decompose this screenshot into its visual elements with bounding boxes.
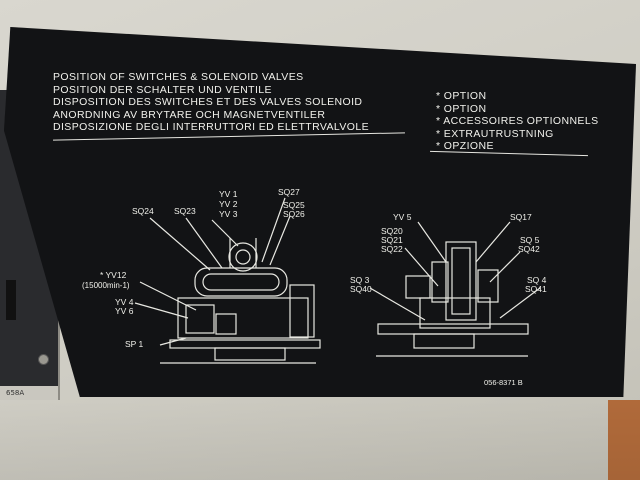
cabinet-slot: [6, 280, 16, 320]
label-sq22: SQ22: [381, 244, 403, 254]
title-block: POSITION OF SWITCHES & SOLENOID VALVES P…: [53, 71, 369, 134]
label-sq5: SQ 5: [520, 235, 540, 245]
left-machine-drawing: [134, 197, 321, 364]
label-sq42: SQ42: [518, 244, 540, 254]
label-yv1: YV 1: [219, 189, 238, 199]
label-sq25: SQ25: [283, 200, 305, 210]
label-sq24: SQ24: [132, 206, 154, 216]
label-yv5: YV 5: [393, 212, 412, 222]
label-yv4: YV 4: [115, 297, 134, 307]
label-sq40: SQ40: [350, 284, 372, 294]
title-sv: ANORDNING AV BRYTARE OCH MAGNETVENTILER: [53, 108, 326, 121]
label-yv2: YV 2: [219, 199, 238, 209]
label-sq27: SQ27: [278, 187, 300, 197]
label-sp1: SP 1: [125, 339, 144, 349]
label-sq23: SQ23: [174, 206, 196, 216]
instruction-plate: [4, 27, 636, 397]
title-de: POSITION DER SCHALTER UND VENTILE: [53, 83, 272, 96]
options-block: * OPTION * OPTION * ACCESSOIRES OPTIONNE…: [436, 90, 598, 153]
option-en: * OPTION: [436, 90, 487, 102]
label-rpm: (15000min-1): [82, 281, 130, 290]
label-sq41: SQ41: [525, 284, 547, 294]
label-sq20: SQ20: [381, 226, 403, 236]
label-sq3: SQ 3: [350, 275, 370, 285]
label-sq17: SQ17: [510, 212, 532, 222]
right-machine-drawing: [369, 221, 541, 357]
label-yv12: * YV12: [100, 270, 127, 280]
label-sq26: SQ26: [283, 209, 305, 219]
label-yv3: YV 3: [219, 209, 238, 219]
option-de: * OPTION: [436, 102, 487, 115]
label-yv6: YV 6: [115, 306, 134, 316]
option-it: * OPZIONE: [436, 140, 494, 152]
wooden-pallet-edge: [608, 400, 640, 480]
option-fr: * ACCESSOIRES OPTIONNELS: [436, 115, 599, 127]
title-it: DISPOSIZIONE DEGLI INTERRUTTORI ED ELETT…: [53, 121, 369, 133]
plate-screw: [38, 354, 49, 365]
cabinet-tag: 658A: [0, 386, 58, 400]
title-fr: DISPOSITION DES SWITCHES ET DES VALVES S…: [53, 96, 363, 108]
part-number: 056-8371 B: [484, 378, 523, 387]
cabinet-lower-surface: [0, 400, 640, 480]
label-sq4: SQ 4: [527, 275, 547, 285]
label-sq21: SQ21: [381, 235, 403, 245]
title-en: POSITION OF SWITCHES & SOLENOID VALVES: [53, 71, 304, 83]
option-sv: * EXTRAUTRUSTNING: [436, 127, 554, 140]
